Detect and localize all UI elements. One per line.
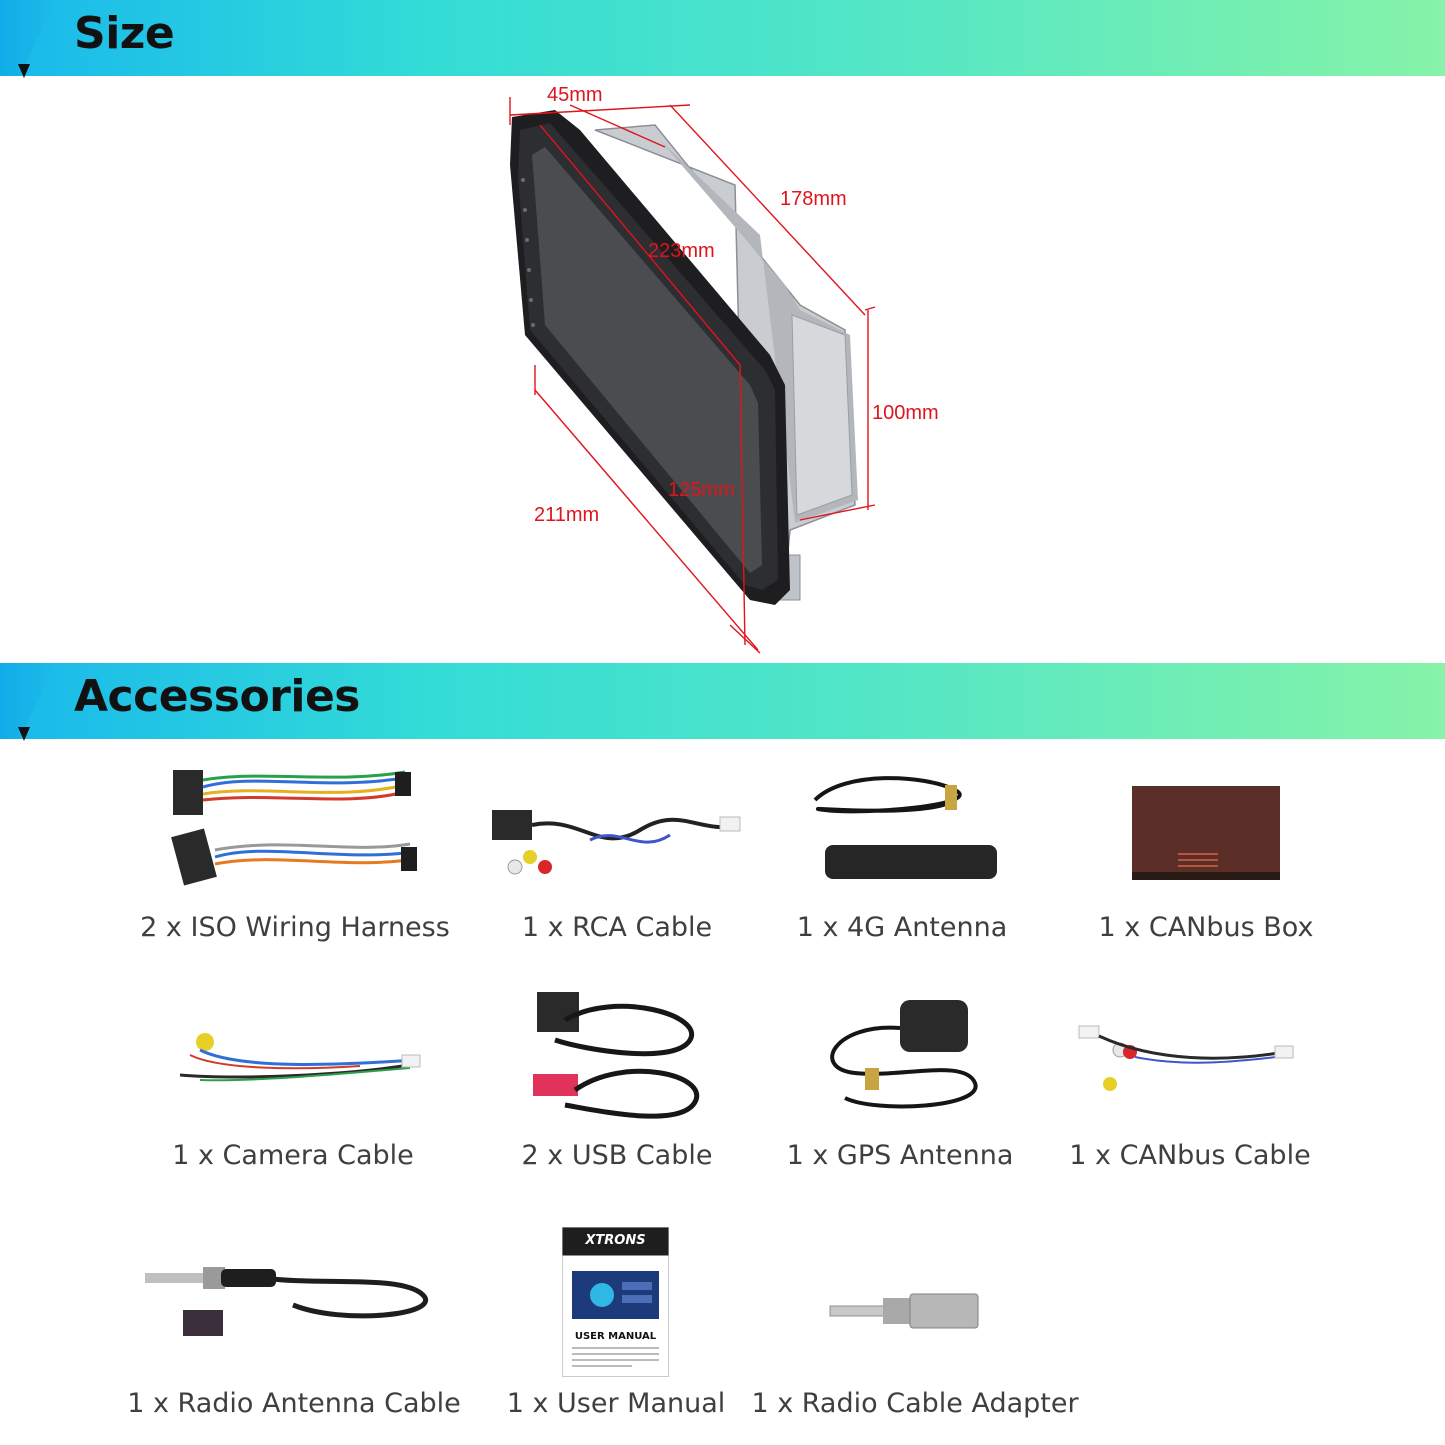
dimension-height-front: 125mm <box>668 479 735 501</box>
banner-corner-marker <box>18 64 30 78</box>
user-manual-icon <box>562 1227 669 1377</box>
canbus-box-icon <box>1132 786 1280 880</box>
accessory-label: 1 x CANbus Cable <box>1069 1140 1311 1171</box>
accessory-label: 2 x ISO Wiring Harness <box>140 912 450 943</box>
manual-brand-logo: XTRONS <box>585 1233 646 1248</box>
accessories-section-banner: Accessories <box>0 663 1445 741</box>
accessory-label: 1 x User Manual <box>506 1388 726 1419</box>
accessory-label: 1 x 4G Antenna <box>796 912 1008 943</box>
dimension-lines <box>509 97 876 654</box>
side-buttons <box>521 178 535 327</box>
accessory-label: 1 x CANbus Box <box>1098 912 1314 943</box>
banner-corner-marker <box>18 727 30 741</box>
dimension-depth-front: 45mm <box>547 84 603 106</box>
manual-title: USER MANUAL <box>574 1331 657 1342</box>
size-section-title: Size <box>74 8 175 59</box>
head-unit-dimension-diagram <box>509 97 876 654</box>
gps-antenna-icon <box>830 1000 978 1109</box>
usb-cable-icon <box>533 992 700 1119</box>
dimension-height-rear: 100mm <box>872 402 939 424</box>
accessory-label: 1 x Radio Cable Adapter <box>751 1388 1079 1419</box>
dimension-width-front: 211mm <box>534 504 600 526</box>
accessory-label: 1 x RCA Cable <box>521 912 713 943</box>
dimension-depth-total: 178mm <box>780 188 847 210</box>
iso-wiring-harness-icon <box>171 770 417 886</box>
camera-cable-icon <box>179 1033 421 1082</box>
radio-cable-adapter-icon <box>829 1293 979 1329</box>
size-section-banner: Size <box>0 0 1445 78</box>
touch-screen <box>532 147 762 573</box>
rca-cable-icon <box>492 810 741 875</box>
canbus-cable-icon <box>1078 1025 1294 1091</box>
accessory-label: 1 x GPS Antenna <box>786 1140 1014 1171</box>
accessories-section-title: Accessories <box>74 671 360 722</box>
4g-antenna-icon <box>813 776 997 879</box>
accessory-label: 2 x USB Cable <box>521 1140 713 1171</box>
dimension-diagonal: 223mm <box>648 240 715 262</box>
radio-antenna-cable-icon <box>145 1267 429 1336</box>
accessory-label: 1 x Radio Antenna Cable <box>127 1388 461 1419</box>
accessory-label: 1 x Camera Cable <box>172 1140 414 1171</box>
